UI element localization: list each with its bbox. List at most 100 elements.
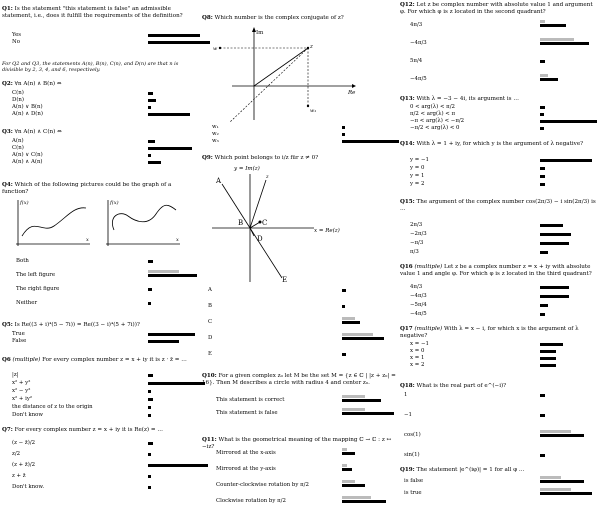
q2-response-bar [148,106,151,109]
q14-response-bar [540,167,546,170]
q9-diagram: y = Im(z) x = Re(z) z A C B D E [212,165,340,284]
q8-z-label: z [309,44,313,50]
q13-number: Q13: [400,96,415,102]
q12-response-bar [540,24,566,27]
q6-response-bar [148,398,154,401]
q13-option: 0 < arg(λ) < π/2 [410,104,455,110]
q12-reference-bar [540,20,546,23]
q19-option: is true [404,490,422,496]
q9-option: E [208,351,212,357]
q11-option: Mirrored at the x-axis [216,450,276,456]
q12-reference-bar [540,38,574,41]
q9-option: D [208,335,213,341]
q9-E-label: E [282,276,287,284]
q17-number: Q17 [400,326,413,332]
q18-option: sin(1) [404,452,420,458]
q2-response-bar [148,113,190,116]
q3-response-bar [148,161,161,164]
q4-right-x: x [176,237,179,243]
q9-response-bar [342,337,384,340]
q11-text: What is the geometrical meaning of the m… [202,437,392,450]
q6-response-bar [148,414,151,417]
q17-response-bar [540,343,564,346]
q9-block: Q9: Which point belongs to i/z für z ≠ 0… [202,155,396,162]
q17-option: x = 2 [410,362,425,368]
q12-number: Q12: [400,2,415,8]
q17-text: With λ = x − i, for which x is the argum… [400,326,579,339]
q9-reference-bar [342,333,374,336]
q7-response-bar [148,453,151,456]
q11-reference-bar [342,448,348,451]
q17-option: x = −1 [410,341,429,347]
q5-block: Q5: Is Re((3 + i)⁴(5 − 7i)) = Re((3 − i)… [2,322,198,329]
q19-option: is false [404,478,424,484]
q18-option: cos(1) [404,432,421,438]
q13-text: With λ = −3 − 4i, its argument is … [416,96,519,102]
q1-number: Q1: [2,6,13,12]
q6-option: x² + iy² [12,396,33,402]
q19-block: Q19: The statement |e^(iφ)| = 1 for all … [400,467,596,474]
q13-option: −π < arg(λ) < −π/2 [410,118,465,124]
q10-option: This statement is correct [216,397,285,403]
q19-response-bar [540,492,592,495]
q8-text: Which number is the complex conjugate of… [214,15,344,21]
q19-response-bar [540,480,585,483]
q8-diagram: Im Re z w w₁ [213,27,356,123]
q9-response-bar [342,321,361,324]
q8-option: w₂ [212,131,219,137]
q6-number: Q6 [2,357,11,363]
q14-response-bar [540,175,546,178]
q14-option: y = −1 [410,157,429,163]
q8-im-label: Im [256,30,264,36]
q10-response-bar [342,412,394,415]
q15-option: π/3 [410,249,419,255]
q18-text: What is the real part of e^(−i)? [416,383,507,389]
q15-option: −2π/3 [410,231,427,237]
q4-text: Which of the following pictures could be… [2,182,172,195]
q8-option: w₁ [212,124,219,130]
q16-option: −4π/5 [410,311,427,317]
q1-option: Yes [12,32,22,38]
q18-number: Q18: [400,383,415,389]
q9-B-label: B [238,219,243,227]
q9-D-label: D [257,235,263,243]
q16-response-bar [540,304,548,307]
q10-text: For a given complex z₀ let M be the set … [202,373,396,386]
q2-response-bar [148,92,154,95]
q15-option: −π/3 [410,240,424,246]
q14-option: y = 0 [410,165,425,171]
q8-w1-label: w₁ [310,108,316,114]
q15-block: Q15: The argument of the complex number … [400,199,596,213]
q10-block: Q10: For a given complex z₀ let M be the… [202,373,396,387]
q13-response-bar [540,106,546,109]
q11-response-bar [342,468,353,471]
q11-response-bar [342,500,387,503]
q17-option: x = 1 [410,355,425,361]
q15-option: 2π/3 [410,222,423,228]
q15-response-bar [540,251,548,254]
q2-option: C(n) [12,90,24,96]
q12-option: −4π/3 [410,40,427,46]
q1-option: No [12,39,20,45]
q6-block: Q6 (multiple) For every complex number z… [2,357,198,364]
q3-text: ∀n A(n) ∧ C(n) ⇔ [14,129,62,135]
q7-option: Don't know. [12,484,45,490]
q4-option: Neither [16,300,38,306]
q9-response-bar [342,289,346,292]
q11-reference-bar [342,480,355,483]
q13-option: −π/2 < arg(λ) < 0 [410,125,460,131]
q8-number: Q8: [202,15,213,21]
q8-response-bar [342,140,400,143]
q15-text: The argument of the complex number cos(2… [400,199,596,212]
q8-response-bar [342,133,345,136]
q11-reference-bar [342,496,371,499]
q6-response-bar [148,374,154,377]
q4-response-bar [148,302,151,305]
q4-number: Q4: [2,182,13,188]
q18-response-bar [540,454,546,457]
q13-response-bar [540,120,598,123]
q7-response-bar [148,486,151,489]
q1-block: Q1: Is the statement "this statement is … [2,6,198,20]
q7-response-bar [148,475,151,478]
q19-number: Q19: [400,467,415,473]
